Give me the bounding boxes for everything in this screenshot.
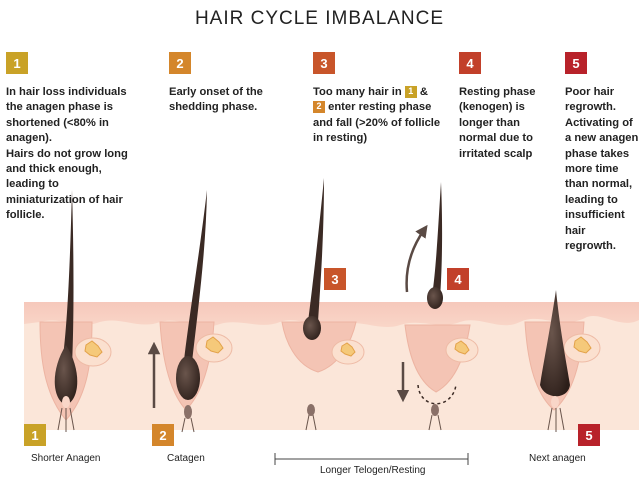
step-3-ref-2-badge: 2 — [313, 101, 325, 114]
root-strands-1 — [57, 407, 75, 432]
step-3-ampersand: & — [419, 86, 428, 98]
diagram-badge-4: 4 — [447, 268, 469, 290]
label-next-anagen: Next anagen — [529, 453, 586, 464]
dermal-papilla-1 — [62, 396, 70, 408]
diagram-title: HAIR CYCLE IMBALANCE — [194, 8, 445, 29]
label-shorter-anagen: Shorter Anagen — [31, 453, 101, 464]
step-1-badge: 1 — [6, 52, 28, 74]
root-strands-2 — [181, 417, 195, 433]
club-hair-bulb-3 — [303, 316, 321, 340]
shed-hair-bulb-4 — [427, 287, 443, 309]
follicle-sheath-3 — [281, 321, 357, 373]
hair-bulb-1 — [54, 345, 78, 405]
step-3-badge: 3 — [313, 52, 335, 74]
step-3-description: Too many hair in 1 & 2 enter resting pha… — [313, 85, 443, 147]
telogen-bracket — [274, 453, 469, 465]
hair-shaft-2 — [184, 190, 207, 362]
label-catagen: Catagen — [167, 453, 205, 464]
dermal-papilla-2 — [184, 405, 192, 419]
diagram-badge-2: 2 — [152, 424, 174, 446]
skin-surface — [24, 302, 639, 328]
dermal-papilla-5 — [551, 396, 559, 408]
step-3-text-b: enter resting phase and fall (>20% of fo… — [313, 101, 441, 145]
step-3-ref-1-badge: 1 — [404, 85, 417, 98]
hair-shaft-3 — [308, 178, 324, 322]
step-2-badge: 2 — [169, 52, 191, 74]
gland-lobe-4 — [454, 340, 470, 355]
gland-lobe-3 — [340, 342, 356, 357]
root-strands-4 — [428, 414, 442, 431]
step-2-description: Early onset of the shedding phase. — [169, 86, 263, 114]
step-5-description: Poor hair regrowth. Activating of a new … — [565, 86, 639, 253]
shedding-arrow — [405, 224, 428, 293]
step-4-description: Resting phase (kenogen) is longer than n… — [459, 86, 536, 160]
diagram-badge-1: 1 — [24, 424, 46, 446]
diagram-badge-3: 3 — [324, 268, 346, 290]
label-longer-telogen: Longer Telogen/Resting — [320, 465, 426, 476]
new-hair-5 — [540, 290, 570, 397]
step-1-description: In hair loss individuals the anagen phas… — [6, 86, 128, 222]
dermal-papilla-3 — [307, 404, 315, 416]
dermal-papilla-4 — [431, 404, 439, 416]
hair-shaft-1 — [62, 190, 74, 365]
hair-shaft-4 — [432, 182, 443, 298]
diagram-badge-5: 5 — [578, 424, 600, 446]
root-strands-5 — [547, 407, 565, 432]
empty-follicle-outline — [417, 384, 457, 405]
step-4-badge: 4 — [459, 52, 481, 74]
root-strands-3 — [305, 414, 317, 431]
hair-bulb-2 — [176, 356, 200, 400]
step-3-text-a: Too many hair in — [313, 86, 402, 98]
step-5-badge: 5 — [565, 52, 587, 74]
gland-lobe-1 — [84, 340, 103, 358]
gland-lobe-2 — [205, 336, 224, 354]
gland-lobe-5 — [573, 336, 592, 354]
